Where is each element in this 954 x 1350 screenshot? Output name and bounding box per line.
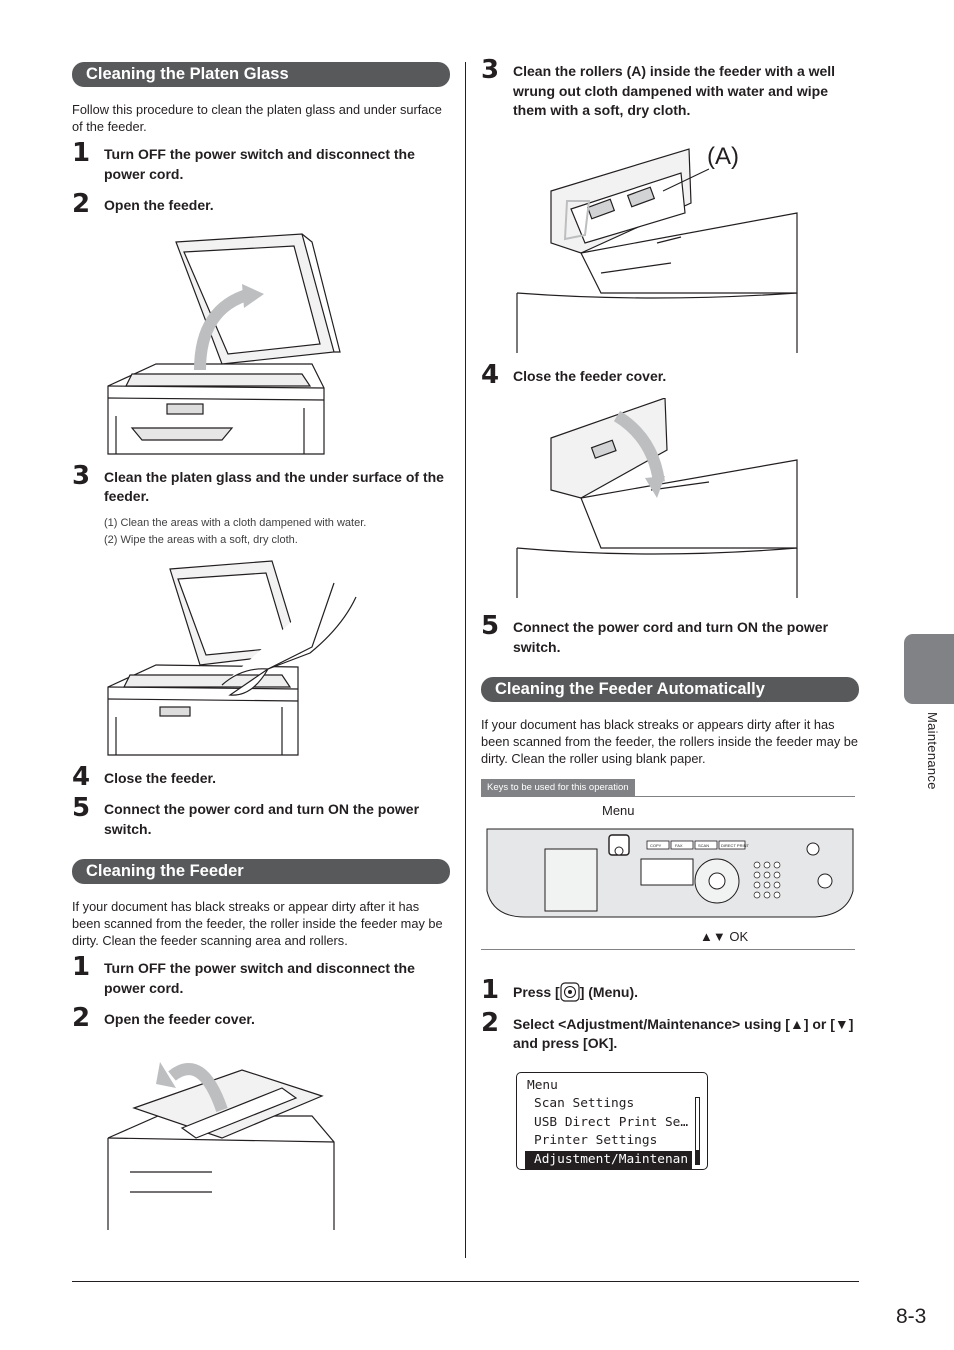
- keys-bottom-rule: [481, 949, 855, 950]
- callout-label: (A): [707, 142, 739, 170]
- up-arrow-key-icon: ▲: [789, 1015, 804, 1032]
- step-text: Close the feeder cover.: [513, 367, 667, 384]
- step-number: 2: [481, 1007, 500, 1038]
- step-number: 5: [72, 793, 91, 823]
- step-text: Turn OFF the power switch and disconnect…: [104, 146, 415, 182]
- lcd-item: Printer Settings: [534, 1133, 658, 1148]
- left-column: Cleaning the Platen Glass Follow this pr…: [72, 62, 450, 1242]
- platen-step-4: 4 Close the feeder.: [72, 763, 450, 791]
- step-text-part: ] (Menu).: [579, 984, 639, 1000]
- illustration-clean-rollers: (A): [481, 143, 859, 355]
- column-divider: [465, 62, 466, 1258]
- chapter-label: Maintenance: [925, 712, 940, 790]
- step-text-part: Press [: [513, 984, 560, 1000]
- step-number: 1: [481, 975, 500, 1005]
- right-column: 3 Clean the rollers (A) inside the feede…: [481, 56, 859, 1170]
- arrow-ok-label: ▲▼ OK: [700, 929, 749, 944]
- step-text: Open the feeder.: [104, 197, 214, 213]
- panel-button-copy: COPY: [650, 843, 662, 848]
- step-text: Select <Adjustment/Maintenance> using [▲…: [513, 1015, 859, 1054]
- step-text: Open the feeder cover.: [104, 1011, 255, 1027]
- step-text: Close the feeder.: [104, 769, 217, 786]
- chapter-tab: [904, 634, 954, 704]
- panel-button-direct-print: DIRECT PRINT: [721, 843, 749, 848]
- feeder-step-3: 3 Clean the rollers (A) inside the feede…: [481, 56, 859, 121]
- page-number: 8-3: [896, 1305, 927, 1328]
- control-panel-drawing: COPY FAX SCAN DIRECT PRINT: [486, 828, 854, 918]
- lcd-item: Scan Settings: [534, 1096, 635, 1111]
- step-text: Clean the platen glass and the under sur…: [104, 468, 444, 505]
- platen-substeps: (1) Clean the areas with a cloth dampene…: [72, 515, 450, 549]
- step-text: Connect the power cord and turn ON the p…: [513, 619, 829, 655]
- auto-intro: If your document has black streaks or ap…: [481, 717, 859, 766]
- control-panel-figure: Menu: [481, 797, 855, 944]
- step-text: Clean the rollers (A) inside the feeder …: [513, 63, 836, 118]
- substep-2: (2) Wipe the areas with a soft, dry clot…: [104, 533, 298, 546]
- step-text: Connect the power cord and turn ON the p…: [104, 801, 420, 837]
- lcd-scrollbar: [695, 1096, 700, 1165]
- step-text: Turn OFF the power switch and disconnect…: [104, 960, 415, 996]
- illustration-wipe-glass: [72, 557, 450, 757]
- illustration-open-feeder-cover: [72, 1042, 450, 1230]
- feeder-step-1: 1 Turn OFF the power switch and disconne…: [72, 953, 450, 998]
- step-number: 2: [72, 1003, 91, 1033]
- down-arrow-key-icon: ▼: [834, 1015, 849, 1032]
- illustration-open-feeder: [72, 228, 450, 456]
- step-text-part: ] and press [OK].: [513, 1015, 854, 1052]
- menu-key-icon: [560, 982, 580, 1002]
- section-heading-auto: Cleaning the Feeder Automatically: [481, 677, 859, 702]
- feeder-intro: If your document has black streaks or ap…: [72, 899, 443, 948]
- platen-step-3: 3 Clean the platen glass and the under s…: [72, 462, 450, 507]
- lcd-item-selected: Adjustment/Maintenan: [525, 1150, 692, 1169]
- step-number: 3: [481, 55, 500, 85]
- keys-panel-box: Keys to be used for this operation Menu: [481, 777, 855, 950]
- step-number: 5: [481, 611, 500, 641]
- footer-rule: [72, 1281, 859, 1282]
- section-heading-feeder: Cleaning the Feeder: [72, 859, 450, 884]
- platen-step-5: 5 Connect the power cord and turn ON the…: [72, 794, 450, 839]
- step-number: 1: [72, 952, 91, 982]
- lcd-item: USB Direct Print Se…: [534, 1114, 689, 1130]
- step-text-part: Select <Adjustment/Maintenance> using [: [513, 1015, 790, 1032]
- panel-button-fax: FAX: [675, 843, 683, 848]
- step-number: 2: [72, 189, 91, 219]
- menu-label: Menu: [602, 803, 635, 818]
- lcd-screen: Menu Scan Settings USB Direct Print Se… …: [516, 1071, 708, 1170]
- platen-intro: Follow this procedure to clean the plate…: [72, 102, 442, 134]
- step-number: 4: [72, 761, 91, 792]
- feeder-step-5: 5 Connect the power cord and turn ON the…: [481, 612, 859, 657]
- illustration-close-feeder-cover: [481, 398, 859, 606]
- step-number: 4: [481, 359, 500, 390]
- step-number: 1: [72, 138, 91, 168]
- feeder-step-2: 2 Open the feeder cover.: [72, 1004, 450, 1032]
- step-text-part: ] or [: [803, 1015, 835, 1032]
- step-text: Press [ ] (Menu).: [513, 982, 859, 1003]
- lcd-title: Menu: [527, 1077, 558, 1093]
- keys-top-rule: [481, 796, 855, 797]
- auto-step-2: 2 Select <Adjustment/Maintenance> using …: [481, 1009, 859, 1054]
- platen-step-2: 2 Open the feeder.: [72, 190, 450, 218]
- panel-button-scan: SCAN: [698, 843, 709, 848]
- keys-tag: Keys to be used for this operation: [481, 779, 635, 797]
- platen-step-1: 1 Turn OFF the power switch and disconne…: [72, 139, 450, 184]
- section-heading-platen: Cleaning the Platen Glass: [72, 62, 450, 87]
- step-number: 3: [72, 460, 91, 491]
- feeder-step-4: 4 Close the feeder cover.: [481, 361, 859, 389]
- auto-step-1: 1 Press [ ] (Menu).: [481, 976, 859, 1004]
- substep-1: (1) Clean the areas with a cloth dampene…: [104, 516, 367, 529]
